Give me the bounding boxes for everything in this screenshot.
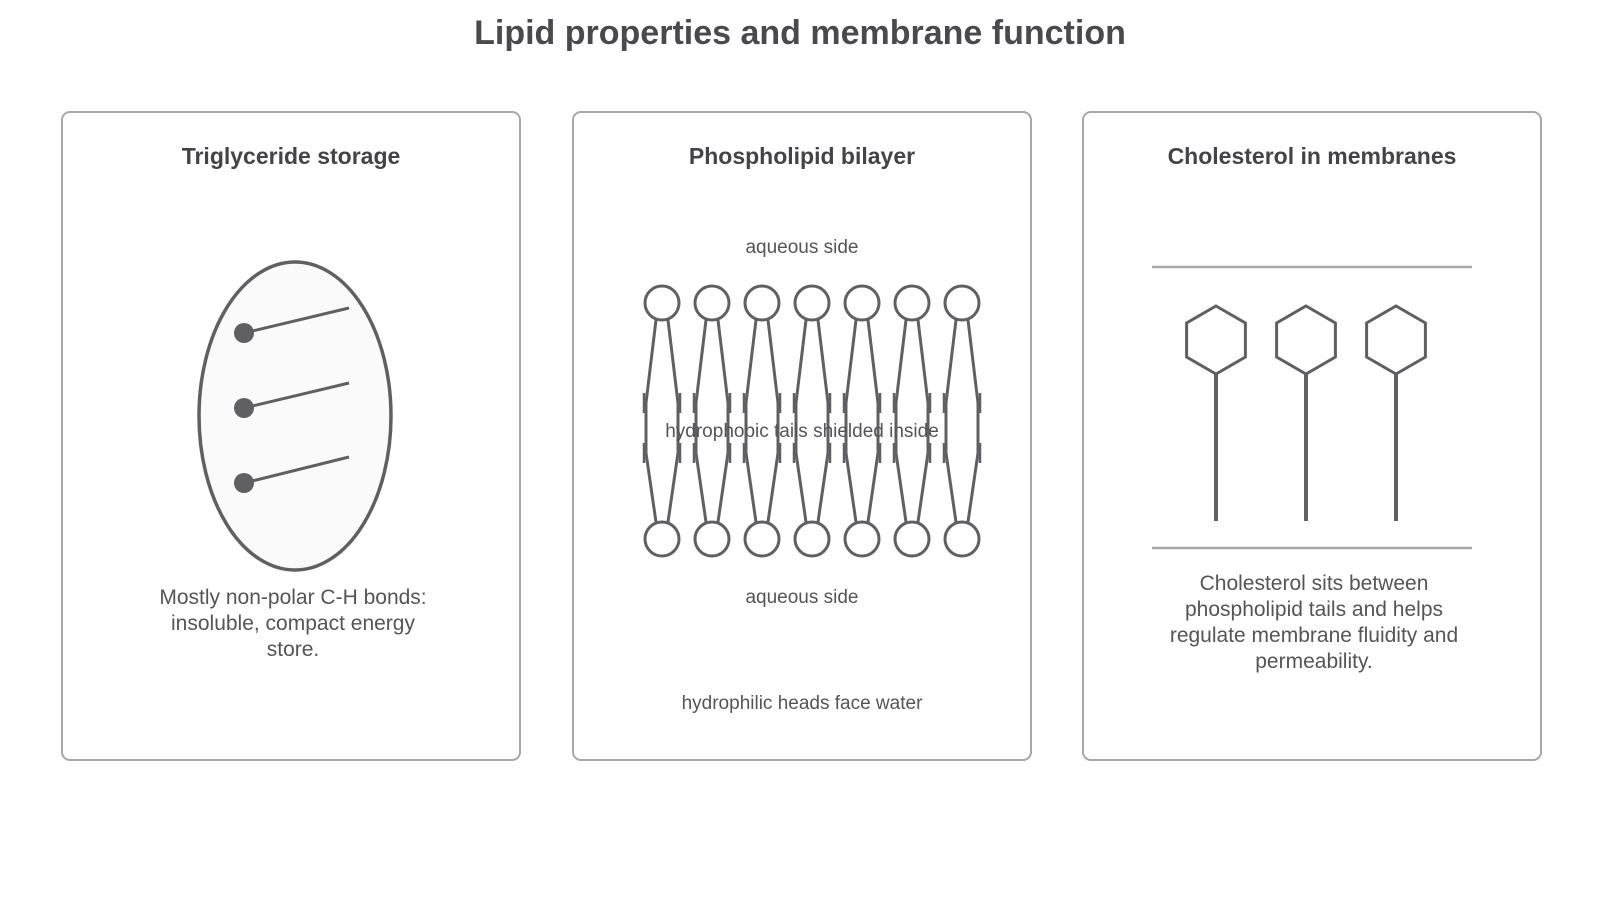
- panel-title-bilayer: Phospholipid bilayer: [688, 143, 916, 169]
- label-aqueous-top: aqueous side: [745, 237, 859, 258]
- triglyceride-molecule-1: [234, 306, 350, 343]
- phospholipid-2: [692, 284, 732, 558]
- panel-bilayer: Phospholipid bilayer aqueous side hydrop…: [572, 111, 1032, 761]
- panel-title-triglyceride: Triglyceride storage: [181, 143, 401, 169]
- triglyceride-molecule-3: [234, 455, 350, 493]
- bilayer-illustration: [642, 284, 982, 558]
- caption-cholesterol: Cholesterol sits between phospholipid ta…: [1169, 572, 1459, 673]
- phospholipid-4: [792, 284, 832, 558]
- label-aqueous-bottom: aqueous side: [745, 587, 859, 608]
- lipid-droplet: [197, 260, 393, 572]
- phospholipid-5: [842, 284, 882, 558]
- panel-title-cholesterol: Cholesterol in membranes: [1167, 143, 1457, 169]
- caption-triglyceride: Mostly non-polar C-H bonds: insoluble, c…: [159, 586, 427, 661]
- triglyceride-molecule-2: [234, 381, 350, 418]
- label-hydrophilic-heads: hydrophilic heads face water: [681, 693, 923, 714]
- cholesterol-illustration: [1152, 265, 1472, 550]
- phospholipid-1: [642, 284, 682, 558]
- phospholipid-6: [892, 284, 932, 558]
- label-hydrophobic-interior: hydrophobic tails shielded inside: [665, 421, 939, 442]
- page-title: Lipid properties and membrane function: [474, 14, 1126, 52]
- cholesterol-molecule-1: [1185, 304, 1247, 521]
- panel-triglyceride: Triglyceride storage Mostly non-polar C-…: [61, 111, 521, 761]
- phospholipid-3: [742, 284, 782, 558]
- panel-cholesterol: Cholesterol in membranes Cholesterol sit…: [1082, 111, 1542, 761]
- cholesterol-molecule-2: [1275, 304, 1337, 521]
- triglyceride-illustration: [197, 260, 393, 572]
- cholesterol-molecule-3: [1365, 304, 1427, 521]
- phospholipid-7: [942, 284, 982, 558]
